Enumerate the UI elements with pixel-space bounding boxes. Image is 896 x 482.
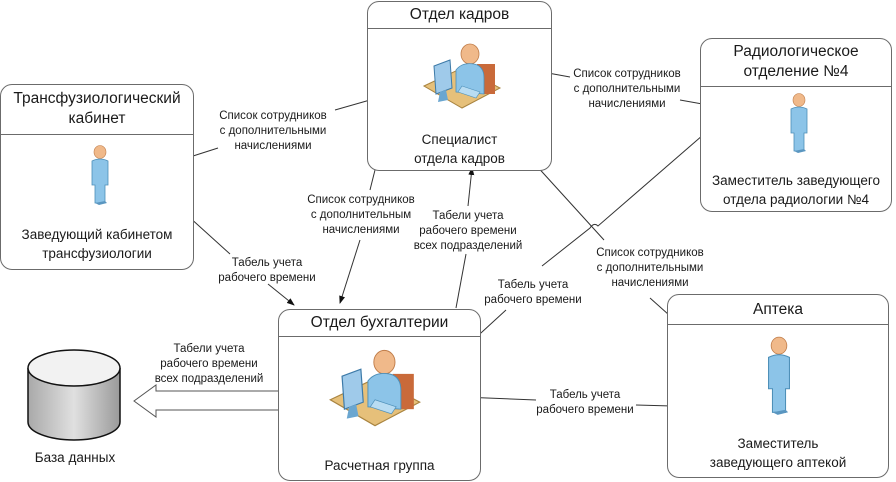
title-line: Трансфузиологический <box>13 90 181 107</box>
flow-accounting-to-hr-a <box>455 253 467 309</box>
node-hr-caption: Специалист отдела кадров <box>368 130 551 168</box>
caption-line: заведующего аптекой <box>709 455 847 470</box>
flow-label-accounting-to-database: Табели учета рабочего времени всех подра… <box>146 342 272 387</box>
label-line: рабочего времени <box>484 294 582 306</box>
label-line: с дополнительными <box>219 125 327 137</box>
label-line: рабочего времени <box>218 272 316 284</box>
person-at-computer-icon <box>329 349 421 427</box>
title-line: кабинет <box>68 110 126 127</box>
label-line: рабочего времени <box>536 404 634 416</box>
label-line: Список сотрудников <box>219 110 327 122</box>
label-line: Табель учета <box>549 389 621 401</box>
node-radiology-title: Радиологическое отделение №4 <box>701 39 891 87</box>
caption-line: Заместитель заведующего <box>712 173 880 188</box>
database-caption: База данных <box>34 450 116 465</box>
label-line: всех подразделений <box>413 240 523 252</box>
label-line: Список сотрудников <box>596 247 704 259</box>
caption-line: Расчетная группа <box>324 458 435 473</box>
flow-radiology-to-accounting-a <box>541 121 719 267</box>
flow-hr-to-accounting-b <box>339 239 361 304</box>
flow-transfusion-to-accounting-b <box>267 283 295 306</box>
label-line: рабочего времени <box>160 358 258 370</box>
node-accounting-title: Отдел бухгалтерии <box>279 310 480 337</box>
title-line: отделение №4 <box>743 63 849 80</box>
database-cylinder-icon[interactable] <box>26 348 122 442</box>
label-line: Табель учета <box>497 279 569 291</box>
node-pharmacy-caption: Заместитель заведующего аптекой <box>668 434 888 472</box>
caption-line: Заведующий кабинетом <box>21 227 173 242</box>
label-line: Список сотрудников <box>573 68 681 80</box>
node-transfusion[interactable]: Трансфузиологический кабинет Заведующий … <box>0 84 194 270</box>
label-line: Табели учета <box>432 210 504 222</box>
label-line: начислениями <box>588 98 666 110</box>
label-line: Табель учета <box>231 257 303 269</box>
node-accounting[interactable]: Отдел бухгалтерии Расчетная группа <box>278 309 481 481</box>
flow-accounting-to-hr-b <box>467 167 475 207</box>
node-pharmacy-title: Аптека <box>668 295 888 325</box>
flow-accounting-to-database <box>133 384 320 418</box>
node-accounting-caption: Расчетная группа <box>279 456 480 475</box>
caption-line: отдела кадров <box>414 151 505 166</box>
flow-hr-to-transfusion-a <box>334 99 371 111</box>
flow-label-hr-to-radiology: Список сотрудников с дополнительными нач… <box>562 67 692 112</box>
person-standing-icon <box>790 93 808 153</box>
label-line: начислениями <box>611 277 689 289</box>
flow-label-transfusion-to-accounting: Табель учета рабочего времени <box>212 256 322 286</box>
caption-line: Специалист <box>421 132 498 147</box>
label-line: Табели учета <box>173 343 245 355</box>
flow-label-radiology-to-accounting: Табель учета рабочего времени <box>478 278 588 308</box>
label-line: с дополнительным <box>310 209 412 221</box>
caption-line: отдела радиологии №4 <box>723 192 869 207</box>
label-line: Список сотрудников <box>307 194 415 206</box>
flow-label-accounting-to-hr: Табели учета рабочего времени всех подра… <box>408 209 528 254</box>
label-line: рабочего времени <box>419 225 517 237</box>
flow-label-hr-to-accounting: Список сотрудников с дополнительным начи… <box>296 193 426 238</box>
label-line: с дополнительными <box>596 262 704 274</box>
node-pharmacy[interactable]: Аптека Заместитель заведующего аптекой <box>667 294 889 478</box>
label-line: с дополнительными <box>573 83 681 95</box>
person-at-computer-icon <box>422 43 502 109</box>
caption-line: трансфузиологии <box>42 246 152 261</box>
node-hr-title: Отдел кадров <box>368 2 551 29</box>
node-hr[interactable]: Отдел кадров Специалист отдела кадров <box>367 1 552 171</box>
flow-label-hr-to-pharmacy: Список сотрудников с дополнительными нач… <box>585 246 715 291</box>
person-standing-icon <box>768 336 790 415</box>
title-line: Радиологическое <box>733 43 859 60</box>
node-radiology[interactable]: Радиологическое отделение №4 Заместитель… <box>700 38 892 212</box>
caption-line: Заместитель <box>737 436 819 451</box>
label-line: всех подразделений <box>154 373 264 385</box>
label-line: начислениями <box>234 140 312 152</box>
node-radiology-caption: Заместитель заведующего отдела радиологи… <box>701 171 891 209</box>
label-line: начислениями <box>322 224 400 236</box>
node-transfusion-caption: Заведующий кабинетом трансфузиологии <box>1 225 193 263</box>
flow-label-pharmacy-to-accounting: Табель учета рабочего времени <box>530 388 640 418</box>
person-standing-icon <box>91 145 109 205</box>
node-transfusion-title: Трансфузиологический кабинет <box>1 85 193 135</box>
flow-label-hr-to-transfusion: Список сотрудников с дополнительными нач… <box>208 109 338 154</box>
